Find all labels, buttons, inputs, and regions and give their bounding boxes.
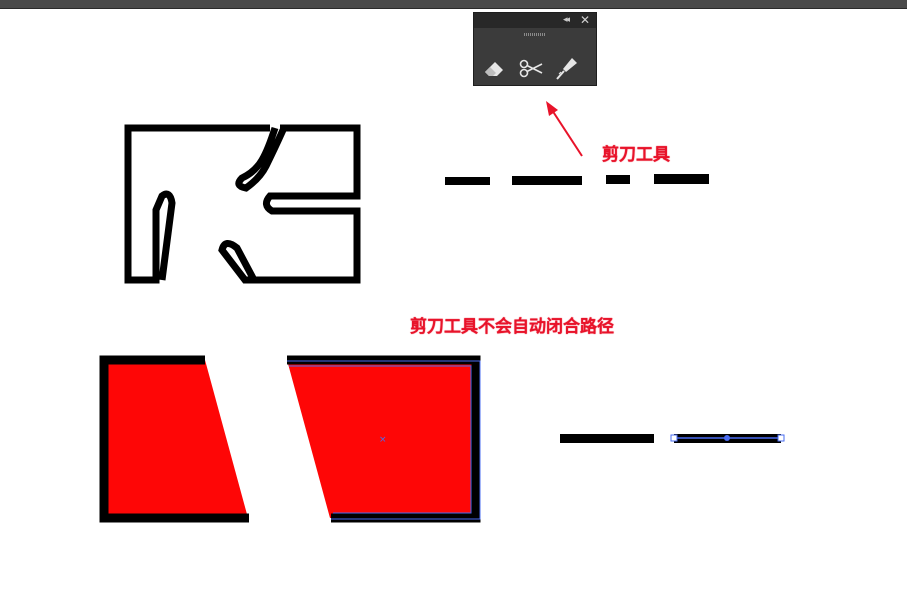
right-piece-stroke	[287, 355, 481, 523]
line-segment	[606, 175, 630, 184]
line-segment-left	[560, 434, 654, 443]
line-segment	[512, 176, 582, 185]
panel-title-bar[interactable]: ◂◂ ✕	[474, 13, 596, 28]
close-icon[interactable]: ✕	[579, 13, 590, 27]
center-anchor	[724, 435, 730, 441]
cut-line-pair[interactable]	[560, 434, 785, 443]
knife-tool-button[interactable]	[554, 55, 580, 81]
scissors-tool-label: 剪刀工具	[602, 145, 670, 165]
collapse-icon[interactable]: ◂◂	[562, 15, 570, 25]
outline-right-piece[interactable]	[218, 124, 361, 284]
eraser-tool-panel[interactable]: ◂◂ ✕	[473, 12, 597, 86]
anchor-point	[777, 434, 785, 442]
selection-path	[287, 360, 481, 520]
line-segment	[445, 177, 490, 185]
cut-line-segments[interactable]	[445, 174, 709, 185]
line-segment	[654, 174, 709, 184]
knife-icon	[556, 58, 577, 80]
left-piece-stroke	[99, 355, 249, 523]
red-right-piece[interactable]	[287, 360, 476, 518]
anchor-point	[670, 434, 678, 442]
scissors-note-label: 剪刀工具不会自动闭合路径	[410, 317, 614, 337]
top-menu-bar	[0, 0, 907, 9]
outline-left-piece[interactable]	[124, 124, 270, 284]
cut-red-rectangle[interactable]: ×	[99, 355, 481, 523]
scissors-tool-button[interactable]	[518, 55, 544, 81]
center-point-marker: ×	[379, 435, 387, 445]
eraser-icon	[485, 62, 503, 76]
outline-inner-curve[interactable]	[235, 126, 287, 192]
annotation-arrow	[546, 101, 583, 157]
eraser-tool-button[interactable]	[482, 55, 508, 81]
scissors-icon	[519, 59, 543, 78]
panel-grip-handle[interactable]	[524, 33, 546, 36]
cut-outline-shape[interactable]	[124, 124, 361, 284]
red-left-piece[interactable]	[104, 360, 248, 518]
